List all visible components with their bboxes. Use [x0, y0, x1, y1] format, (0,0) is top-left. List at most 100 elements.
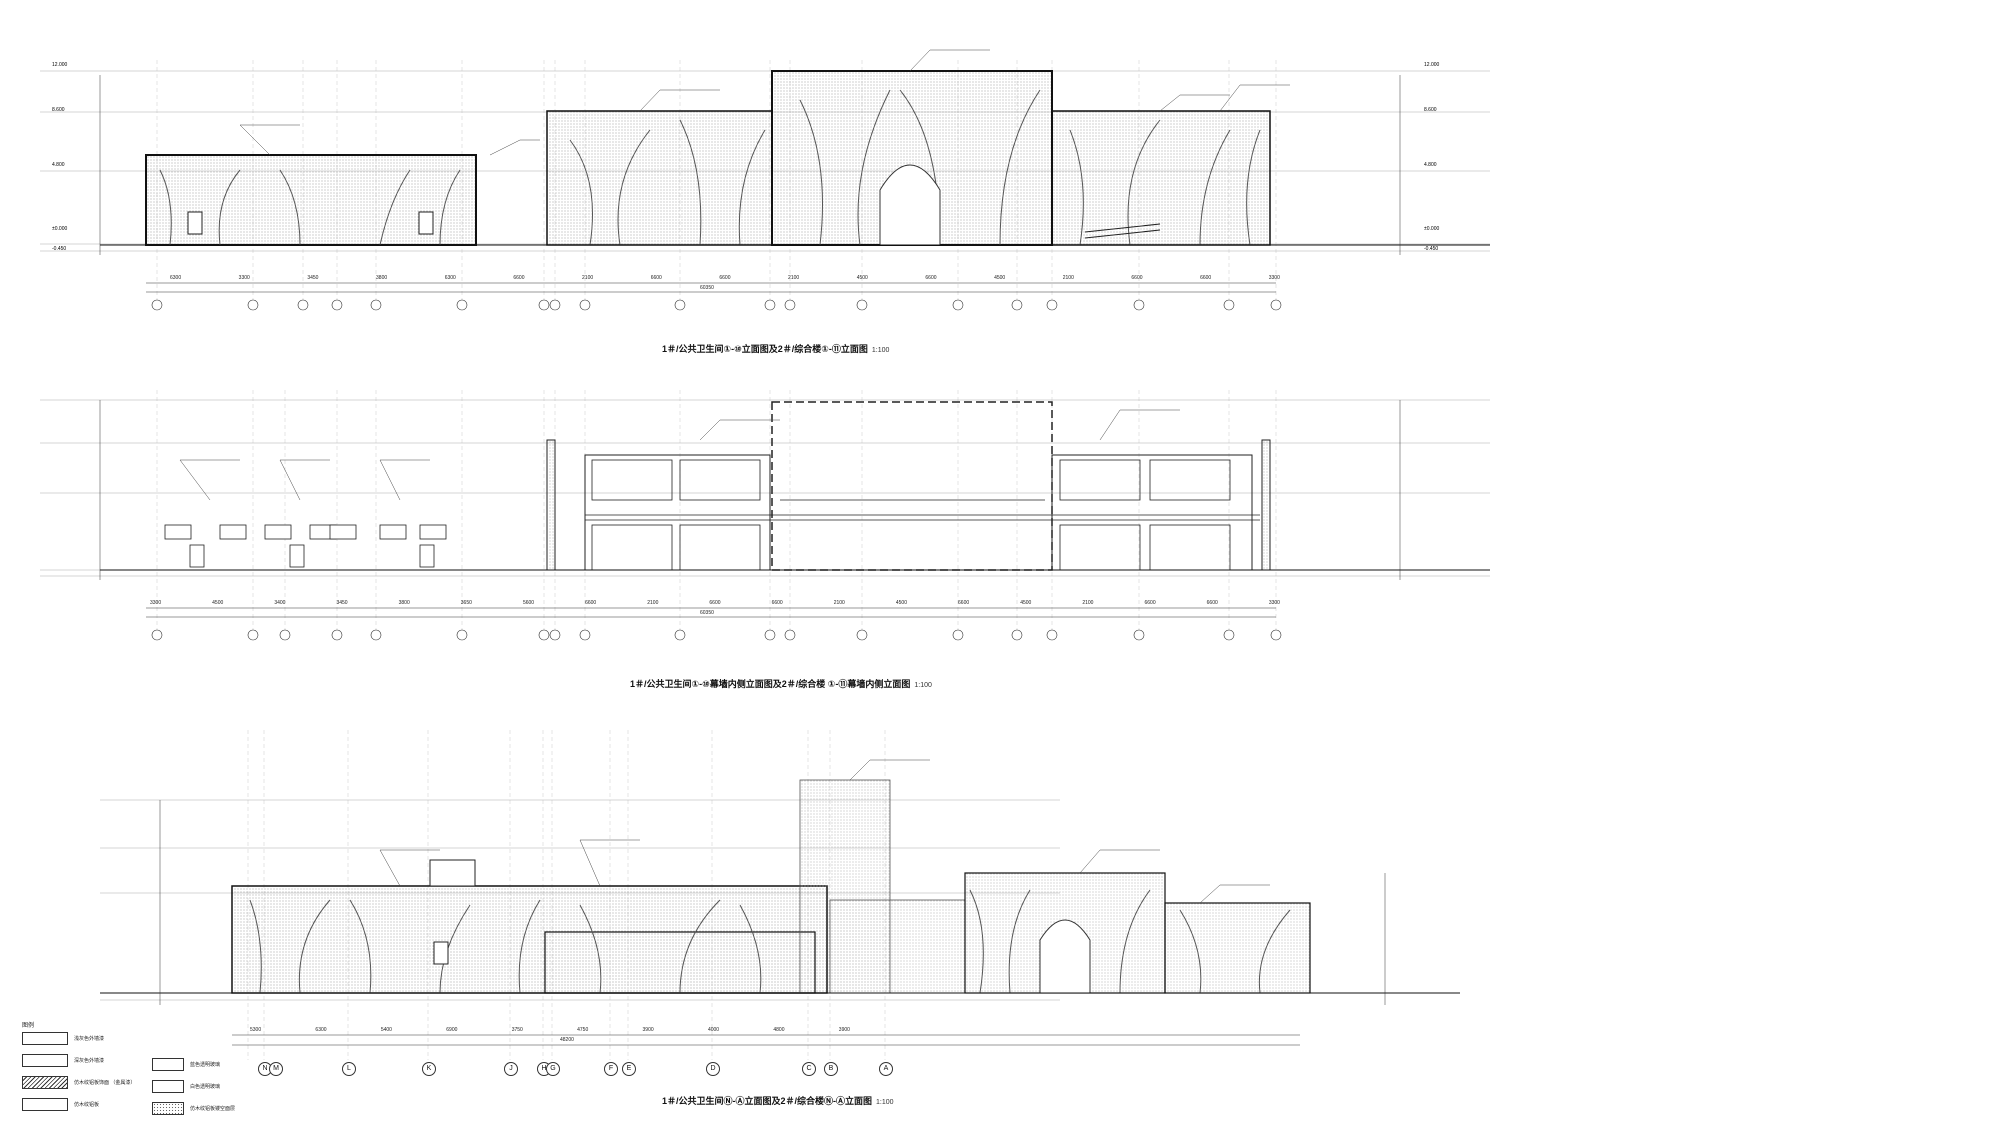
dimension-value: 3800 — [376, 275, 388, 281]
dimension-value: 2100 — [1062, 275, 1074, 281]
dimension-value: 3900 — [838, 1027, 850, 1033]
dimension-value: 6900 — [446, 1027, 458, 1033]
axis-bubble: J — [504, 1062, 518, 1076]
legend-label: 深灰色外墙漆 — [74, 1058, 105, 1064]
dimension-value: 2100 — [833, 600, 845, 606]
legend-item: 仿木纹铝板镂空面层 — [152, 1102, 235, 1115]
axis-bubble: E — [622, 1062, 636, 1076]
dimension-value: 6600 — [709, 600, 721, 606]
legend-swatch — [22, 1054, 68, 1067]
level-mark: 4.800 — [52, 162, 65, 168]
dimension-value: 6600 — [1200, 275, 1212, 281]
dimension-value: 3400 — [274, 600, 286, 606]
legend-label: 仿木纹铝板 — [74, 1102, 100, 1108]
axis-bubble: F — [604, 1062, 618, 1076]
dimension-row-1: 6300 3300 3450 3800 6300 6600 2100 6600 6600 2100… — [170, 275, 1280, 281]
dimension-value: 3300 — [150, 600, 162, 606]
dimension-value: 3300 — [238, 275, 250, 281]
dimension-total-1: 60350 — [700, 285, 714, 291]
dimension-value: 6600 — [719, 275, 731, 281]
dimension-value: 6600 — [958, 600, 970, 606]
dimension-value: 4500 — [856, 275, 868, 281]
level-mark: ±0.000 — [1424, 226, 1440, 232]
dimension-value: 6600 — [925, 275, 937, 281]
elevation-1 — [40, 49, 1490, 311]
legend-item: 白色透明玻璃 — [152, 1080, 220, 1093]
dimension-value: 4500 — [1020, 600, 1032, 606]
elevation-1-title-text: 1＃/公共卫生间①-⑩立面图及2＃/综合楼①-⑪立面图 — [662, 344, 868, 354]
dimension-value: 6300 — [315, 1027, 327, 1033]
elevation-3-scale: 1:100 — [876, 1099, 894, 1106]
dimension-value: 5300 — [250, 1027, 262, 1033]
dimension-value: 3650 — [460, 600, 472, 606]
axis-bubble: M — [269, 1062, 283, 1076]
legend-item: 浅灰色外墙漆 — [22, 1032, 104, 1045]
legend-label: 蓝色透明玻璃 — [190, 1062, 221, 1068]
dimension-value: 6600 — [1144, 600, 1156, 606]
legend-header: 图例 — [22, 1023, 35, 1029]
dimension-value: 4500 — [994, 275, 1006, 281]
legend-swatch — [152, 1058, 184, 1071]
dimension-value: 6600 — [1131, 275, 1143, 281]
dimension-value: 6300 — [170, 275, 182, 281]
level-mark: -0.450 — [1424, 246, 1439, 252]
level-mark: ±0.000 — [52, 226, 68, 232]
dimension-value: 4500 — [212, 600, 224, 606]
axis-bubble: G — [546, 1062, 560, 1076]
dimension-value: 6300 — [444, 275, 456, 281]
dimension-value: 6600 — [585, 600, 597, 606]
legend-item: 仿木纹铝板饰面 （金属漆） — [22, 1076, 135, 1089]
dimension-value: 3450 — [336, 600, 348, 606]
dimension-total-2: 60350 — [700, 610, 714, 616]
legend-swatch — [22, 1076, 68, 1089]
dimension-value: 2100 — [1082, 600, 1094, 606]
dimension-value: 4500 — [895, 600, 907, 606]
dimension-value: 3750 — [511, 1027, 523, 1033]
level-mark: 12.000 — [1424, 62, 1440, 68]
axis-bubble: A — [879, 1062, 893, 1076]
dimension-value: 2100 — [647, 600, 659, 606]
dimension-value: 6600 — [650, 275, 662, 281]
dimension-value: 3300 — [1268, 600, 1280, 606]
axis-bubble: C — [802, 1062, 816, 1076]
legend-label: 仿木纹铝板饰面 （金属漆） — [74, 1080, 136, 1086]
elevation-2-title-text: 1＃/公共卫生间①-⑩幕墙内侧立面图及2＃/综合楼 ①-⑪幕墙内侧立面图 — [630, 679, 911, 689]
dimension-value: 6600 — [513, 275, 525, 281]
dimension-value: 3900 — [642, 1027, 654, 1033]
level-mark: 8.600 — [52, 107, 65, 113]
elevation-2-scale: 1:100 — [914, 682, 932, 689]
legend-swatch — [22, 1098, 68, 1111]
elevation-2 — [40, 390, 1490, 641]
dimension-value: 4750 — [577, 1027, 589, 1033]
dimension-value: 3450 — [307, 275, 319, 281]
level-mark: -0.450 — [52, 246, 67, 252]
axis-bubble: K — [422, 1062, 436, 1076]
dimension-value: 2100 — [788, 275, 800, 281]
legend-swatch — [152, 1102, 184, 1115]
level-mark: 12.000 — [52, 62, 68, 68]
dimension-value: 3300 — [1268, 275, 1280, 281]
legend-label: 白色透明玻璃 — [190, 1084, 221, 1090]
elevation-3-title-text: 1＃/公共卫生间Ⓝ-Ⓐ立面图及2＃/综合楼Ⓝ-Ⓐ立面图 — [662, 1096, 873, 1106]
dimension-value: 4000 — [707, 1027, 720, 1033]
dimension-value: 5400 — [380, 1027, 392, 1033]
legend-swatch — [22, 1032, 68, 1045]
level-mark: 4.800 — [1424, 162, 1437, 168]
elevation-1-scale: 1:100 — [871, 347, 890, 354]
dimension-value: 6600 — [1206, 600, 1218, 606]
dimension-value: 5600 — [522, 600, 535, 606]
elevation-3 — [100, 730, 1460, 1060]
legend-item: 仿木纹铝板 — [22, 1098, 99, 1111]
level-mark: 8.600 — [1424, 107, 1437, 113]
legend-item: 深灰色外墙漆 — [22, 1054, 104, 1067]
legend-label: 浅灰色外墙漆 — [74, 1036, 105, 1042]
legend: 图例 浅灰色外墙漆 深灰色外墙漆 仿木纹铝板饰面 （金属漆） 仿木纹铝板 蓝色透… — [22, 1020, 282, 1120]
legend-swatch — [152, 1080, 184, 1093]
legend-item: 蓝色透明玻璃 — [152, 1058, 220, 1071]
